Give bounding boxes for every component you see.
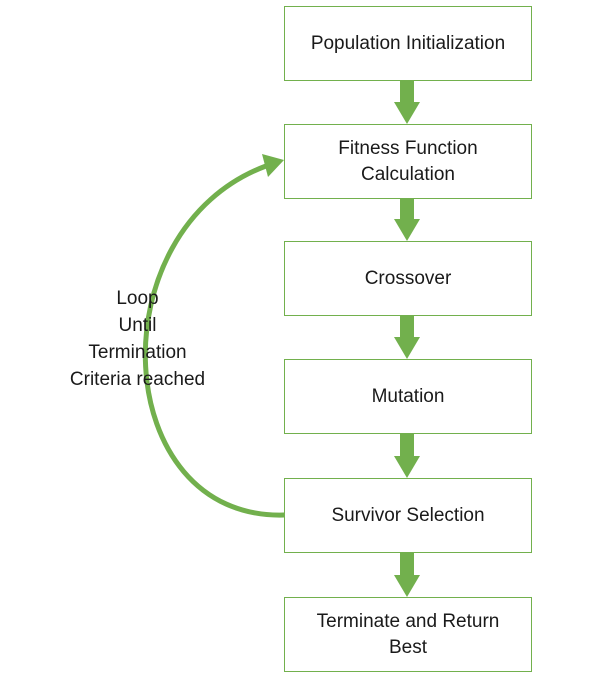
step-label: Survivor Selection bbox=[331, 504, 485, 526]
loop-label: Loop Until Termination Criteria reached bbox=[69, 288, 206, 390]
step-population-initialization: Population Initialization bbox=[284, 6, 532, 81]
arrow-down-2-3 bbox=[394, 199, 420, 241]
arrow-down-4-5 bbox=[394, 434, 420, 478]
step-crossover: Crossover bbox=[284, 241, 532, 316]
step-label: Terminate and Return Best bbox=[316, 610, 500, 658]
step-fitness-function-calculation: Fitness Function Calculation bbox=[284, 124, 532, 199]
step-label: Population Initialization bbox=[310, 32, 506, 54]
step-terminate-and-return-best: Terminate and Return Best bbox=[284, 597, 532, 672]
step-label: Crossover bbox=[364, 267, 452, 289]
arrow-down-1-2 bbox=[394, 81, 420, 124]
arrow-down-3-4 bbox=[394, 316, 420, 359]
arrow-down-5-6 bbox=[394, 553, 420, 597]
step-mutation: Mutation bbox=[284, 359, 532, 434]
step-label: Fitness Function Calculation bbox=[338, 137, 478, 185]
step-label: Mutation bbox=[371, 385, 445, 407]
step-survivor-selection: Survivor Selection bbox=[284, 478, 532, 553]
loop-arrow bbox=[142, 154, 287, 518]
